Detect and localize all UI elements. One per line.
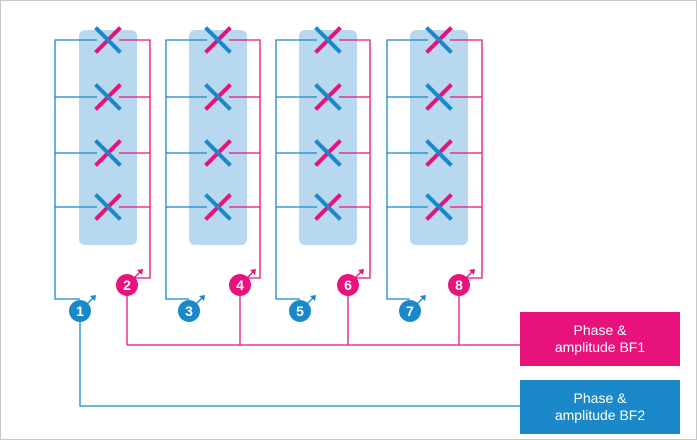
phase-shifter-arrowhead-icon [90,295,96,301]
cross-polarized-antenna-icon [314,193,342,221]
blue-phase-shifter-3: 3 [178,295,205,322]
antenna-slant-blue [94,193,122,221]
bf2-bus [79,311,520,407]
bf1-label-line1: Phase & [573,322,627,338]
phase-shifter-label: 1 [76,303,84,319]
cross-polarized-antenna-icon [94,83,122,111]
antenna-column-4 [410,30,468,245]
blue-feed-trunk [275,39,317,300]
phase-shifter-circle-icon [399,300,421,322]
bf2-label-line1: Phase & [573,390,627,406]
antenna-slant-blue [314,83,342,111]
cross-polarized-antenna-icon [204,26,232,54]
bf2-label-line2: amplitude BF2 [554,407,646,423]
cross-polarized-antenna-icon [204,83,232,111]
phase-shifter-label: 5 [296,303,304,319]
antenna-slant-blue [425,193,453,221]
phase-shifter-circle-icon [448,274,470,296]
phase-shifter-circle-icon [289,300,311,322]
antenna-slant-blue [425,139,453,167]
antenna-slant-blue [94,26,122,54]
phase-shifter-arrowhead-icon [469,269,475,275]
antenna-slant-blue [94,83,122,111]
phase-shifter-arrowhead-icon [137,269,143,275]
magenta-phase-shifter-6: 6 [337,269,364,296]
phase-shifter-circle-icon [229,274,251,296]
antenna-slant-blue [204,26,232,54]
cross-polarized-antenna-icon [94,26,122,54]
antenna-slant-blue [204,139,232,167]
blue-feed-trunk [54,39,97,300]
cross-polarized-antenna-icon [425,193,453,221]
blue-feed-trunk [386,39,428,300]
phase-shifter-label: 2 [123,277,131,293]
phase-shifter-arrowhead-icon [199,295,205,301]
phase-shifter-circle-icon [337,274,359,296]
antenna-slant-blue [314,139,342,167]
phase-shifter-label: 6 [344,277,352,293]
phase-shifter-circle-icon [69,300,91,322]
cross-polarized-antenna-icon [314,26,342,54]
antenna-slant-blue [425,26,453,54]
cross-polarized-antenna-icon [425,83,453,111]
cross-polarized-antenna-icon [425,26,453,54]
cross-polarized-antenna-icon [94,139,122,167]
cross-polarized-antenna-icon [314,83,342,111]
phase-shifter-arrowhead-icon [358,269,364,275]
antenna-slant-blue [425,83,453,111]
phase-shifter-label: 3 [185,303,193,319]
blue-phase-shifter-7: 7 [399,295,426,322]
phase-shifter-circle-icon [116,274,138,296]
bf1-label-line2: amplitude BF1 [554,339,646,355]
cross-polarized-antenna-icon [204,193,232,221]
antenna-slant-blue [314,26,342,54]
phase-shifter-arrowhead-icon [250,269,256,275]
magenta-phase-shifter-4: 4 [229,269,256,296]
blue-phase-shifter-1: 1 [69,295,96,322]
phase-shifter-arrowhead-icon [420,295,426,301]
blue-phase-shifter-5: 5 [289,295,316,322]
phase-shifter-label: 4 [236,277,244,293]
cross-polarized-antenna-icon [204,139,232,167]
cross-polarized-antenna-icon [425,139,453,167]
antenna-slant-blue [314,193,342,221]
antenna-column-1 [79,30,137,245]
phase-shifter-label: 8 [455,277,463,293]
phase-shifter-circle-icon [178,300,200,322]
phase-shifter-arrowhead-icon [310,295,316,301]
antenna-slant-blue [204,83,232,111]
bf2-box: Phase & amplitude BF2 [520,380,680,434]
bf1-box: Phase & amplitude BF1 [520,312,680,366]
antenna-slant-blue [204,193,232,221]
antenna-slant-blue [94,139,122,167]
antenna-column-2 [189,30,247,245]
antenna-column-3 [299,30,357,245]
magenta-phase-shifter-2: 2 [116,269,143,296]
phase-shifter-label: 7 [406,303,414,319]
magenta-phase-shifter-8: 8 [448,269,475,296]
cross-polarized-antenna-icon [314,139,342,167]
blue-feed-trunk [165,39,207,300]
cross-polarized-antenna-icon [94,193,122,221]
